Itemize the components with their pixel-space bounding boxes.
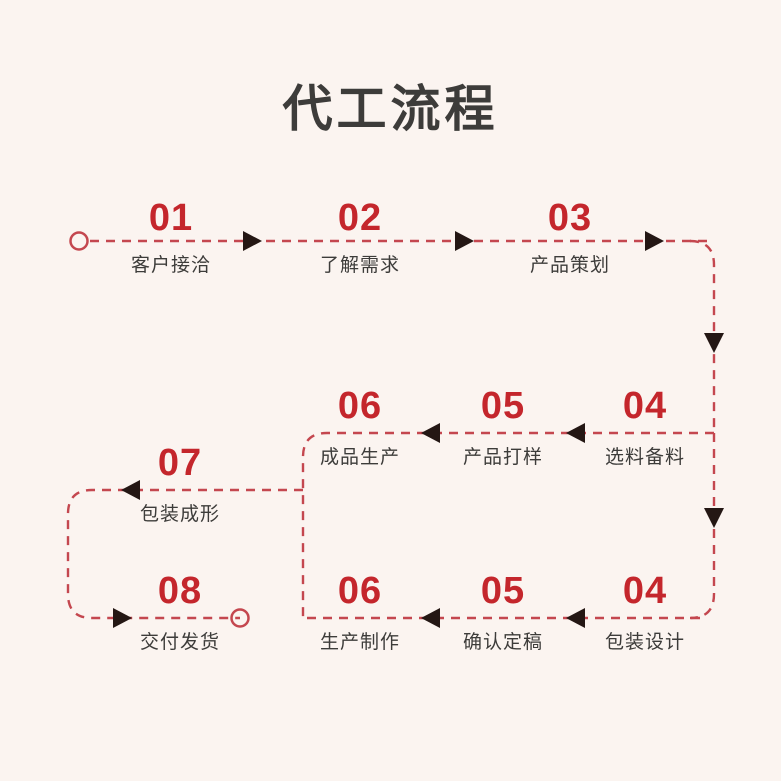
flow-node-06-production-label-wrap[interactable]: 生产制作 xyxy=(280,633,440,652)
flow-node-label: 产品策划 xyxy=(529,255,610,276)
flow-node-07-label-wrap[interactable]: 包装成形 xyxy=(100,505,260,524)
flow-node-05-sample[interactable]: 05 xyxy=(423,387,583,442)
arrowhead-left-06-07 xyxy=(121,480,140,500)
row-two-connectors xyxy=(301,423,714,618)
flow-node-number: 06 xyxy=(337,385,383,427)
flow-node-label: 选料备料 xyxy=(604,447,685,468)
flow-node-04-materials-label-wrap[interactable]: 选料备料 xyxy=(565,448,725,467)
flow-node-05-confirm-label-wrap[interactable]: 确认定稿 xyxy=(423,633,583,652)
arrowhead-down-lower xyxy=(704,508,724,528)
arrowhead-down-upper xyxy=(704,333,724,353)
flow-node-number: 05 xyxy=(480,570,526,612)
flow-node-04-packaging-design[interactable]: 04 xyxy=(565,572,725,627)
row-one-connectors xyxy=(69,231,714,251)
right-connector-row1-row2 xyxy=(689,239,724,433)
flow-node-label: 客户接洽 xyxy=(130,255,211,276)
start-circle xyxy=(69,231,89,251)
flow-node-label: 包装设计 xyxy=(604,632,685,653)
flow-node-label: 确认定稿 xyxy=(462,632,543,653)
left-loop-line xyxy=(66,488,303,620)
connector-row2-to-07 xyxy=(66,480,303,628)
flow-node-label: 成品生产 xyxy=(319,447,400,468)
end-circle xyxy=(230,608,250,628)
flow-node-07[interactable]: 07 xyxy=(100,444,260,499)
flow-node-06-finished-label-wrap[interactable]: 成品生产 xyxy=(280,448,440,467)
flow-node-number: 07 xyxy=(157,442,203,484)
flow-node-number: 08 xyxy=(157,570,203,612)
flow-node-08-label-wrap[interactable]: 交付发货 xyxy=(100,633,260,652)
flow-node-number: 04 xyxy=(622,570,668,612)
arrowhead-left-05-06 xyxy=(421,423,440,443)
arrowhead-left-04-05 xyxy=(566,423,585,443)
arrowhead-left-05-06-bottom xyxy=(421,608,440,628)
flow-node-08[interactable]: 08 xyxy=(100,572,260,627)
flow-node-number: 04 xyxy=(622,385,668,427)
arrowhead-right-01-02 xyxy=(243,231,262,251)
row-three-connectors xyxy=(303,608,700,628)
right-vertical-line-upper xyxy=(689,239,716,433)
flow-node-03-label-wrap[interactable]: 产品策划 xyxy=(490,256,650,275)
flow-node-number: 02 xyxy=(337,197,383,239)
flow-node-03[interactable]: 03 xyxy=(490,199,650,254)
flow-node-06-finished[interactable]: 06 xyxy=(280,387,440,442)
flow-node-label: 生产制作 xyxy=(319,632,400,653)
flow-node-number: 05 xyxy=(480,385,526,427)
flow-node-number: 01 xyxy=(148,197,194,239)
flow-node-01[interactable]: 01 xyxy=(91,199,251,254)
flow-node-number: 03 xyxy=(547,197,593,239)
flow-node-label: 产品打样 xyxy=(462,447,543,468)
flow-node-02-label-wrap[interactable]: 了解需求 xyxy=(280,256,440,275)
row-two-line xyxy=(301,431,714,618)
flow-node-04-packaging-design-label-wrap[interactable]: 包装设计 xyxy=(565,633,725,652)
arrowhead-right-03-04 xyxy=(645,231,664,251)
flow-node-label: 交付发货 xyxy=(139,632,220,653)
flow-node-04-materials[interactable]: 04 xyxy=(565,387,725,442)
flow-node-01-label-wrap[interactable]: 客户接洽 xyxy=(91,256,251,275)
flow-node-06-production[interactable]: 06 xyxy=(280,572,440,627)
flow-node-05-sample-label-wrap[interactable]: 产品打样 xyxy=(423,448,583,467)
page-title: 代工流程 xyxy=(282,81,499,137)
arrowhead-right-02-03 xyxy=(455,231,474,251)
flow-node-02[interactable]: 02 xyxy=(280,199,440,254)
flow-node-label: 包装成形 xyxy=(139,504,220,525)
arrowhead-right-07-08 xyxy=(113,608,132,628)
flow-node-label: 了解需求 xyxy=(319,255,400,276)
arrowhead-left-04-05-bottom xyxy=(566,608,585,628)
flow-node-05-confirm[interactable]: 05 xyxy=(423,572,583,627)
flow-node-number: 06 xyxy=(337,570,383,612)
